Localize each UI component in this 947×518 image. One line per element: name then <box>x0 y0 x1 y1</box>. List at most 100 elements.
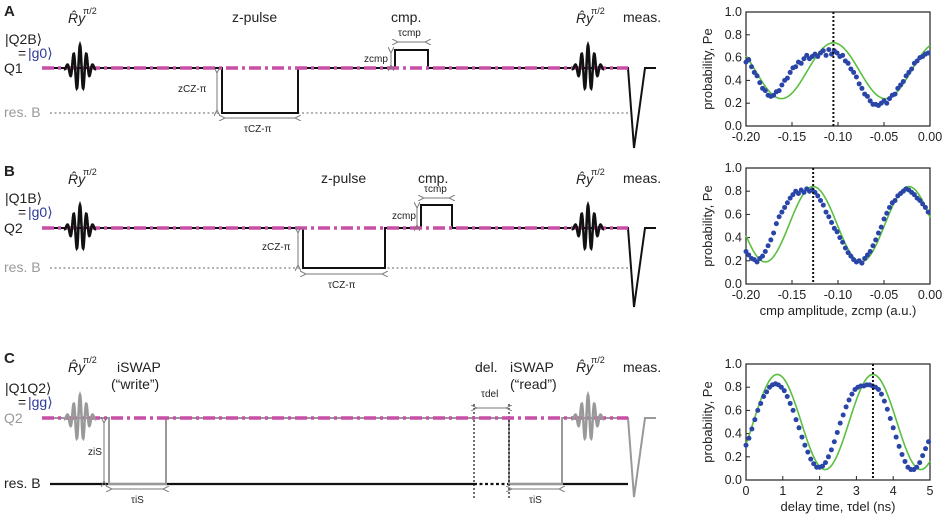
panel-c-iswap-read: iSWAP <box>510 359 554 375</box>
y-tick-label: 1.0 <box>725 161 742 175</box>
data-point <box>746 57 752 63</box>
data-point <box>793 417 799 423</box>
panel-a-state-ket: |Q2B⟩ <box>5 31 42 47</box>
data-point <box>881 216 887 222</box>
panel-a-zpulse-label: z-pulse <box>232 9 277 25</box>
data-point <box>895 85 901 91</box>
y-tick-label: 0.6 <box>725 403 742 417</box>
x-tick-label: 5 <box>927 484 934 498</box>
data-point <box>776 214 782 220</box>
data-point <box>875 387 881 393</box>
data-point <box>849 391 855 397</box>
y-tick-label: 0.6 <box>725 207 742 221</box>
panel-b-zpulse-label: z-pulse <box>321 170 366 186</box>
panel-b-gate-2-label: R̂y π/2 <box>576 167 605 187</box>
data-point <box>771 92 777 98</box>
panel-c-letter: C <box>4 350 15 367</box>
data-point <box>796 425 802 431</box>
panel-b-cmp-label: cmp. <box>418 170 448 186</box>
panel-b-state-value: |g0⟩ <box>28 204 53 220</box>
panel-a-z-cmp: zcmp <box>364 54 388 65</box>
y-tick-label: 0.6 <box>725 51 742 65</box>
data-point <box>743 442 749 448</box>
gate-2-exponent: π/2 <box>591 6 605 16</box>
data-point <box>746 435 752 441</box>
data-point <box>859 260 865 266</box>
data-point <box>884 210 890 216</box>
data-point <box>820 48 826 54</box>
panel-b-qubit-label: Q2 <box>4 220 23 236</box>
panel-c-gate-1-label: R̂y π/2 <box>68 355 97 375</box>
chart-frame <box>745 11 931 127</box>
data-point <box>825 454 831 460</box>
data-point <box>867 98 873 104</box>
data-point <box>823 209 829 215</box>
panel-c-wavelet-2 <box>571 390 605 442</box>
panel-b-letter: B <box>4 163 15 180</box>
y-axis-label: probability, Pe <box>700 185 715 266</box>
panel-c-qubit-label: Q2 <box>4 410 23 426</box>
data-point <box>831 225 837 231</box>
y-axis-label: probability, Pe <box>700 381 715 462</box>
x-tick-label: 0 <box>743 484 750 498</box>
panel-c-gate-2-label: R̂y π/2 <box>576 355 605 375</box>
data-point <box>746 252 752 258</box>
gate-1-exponent: π/2 <box>83 355 97 365</box>
data-point <box>862 255 868 261</box>
data-point <box>892 197 898 203</box>
data-point <box>892 91 898 97</box>
panel-c-qubit-line <box>42 417 656 498</box>
gate-2-text: R̂y <box>576 10 594 26</box>
x-tick-label: -0.10 <box>824 130 853 144</box>
data-point <box>815 53 821 59</box>
gate-2-exponent: π/2 <box>591 167 605 177</box>
y-tick-label: 0.2 <box>725 450 742 464</box>
data-point <box>822 460 828 466</box>
data-point <box>749 64 755 70</box>
data-point <box>802 442 808 448</box>
data-point <box>760 253 766 259</box>
data-point <box>899 451 905 457</box>
data-point <box>845 250 851 256</box>
data-point <box>875 230 881 236</box>
data-point <box>920 201 926 207</box>
data-point <box>926 439 932 445</box>
y-tick-label: 0.2 <box>725 254 742 268</box>
data-point <box>799 434 805 440</box>
data-point <box>917 197 923 203</box>
panel-a-wavelet-2 <box>571 40 605 92</box>
panel-b-state-eq: = <box>18 204 26 220</box>
gate-2-text: R̂y <box>576 171 594 187</box>
data-point <box>784 75 790 81</box>
y-tick-label: 1.0 <box>725 5 742 19</box>
y-tick-label: 0.8 <box>725 380 742 394</box>
data-point <box>896 443 902 449</box>
panel-c-resonator-label: res. B <box>4 475 41 491</box>
data-point <box>761 393 767 399</box>
panel-a-qubit-line <box>42 49 656 149</box>
data-point <box>795 191 801 197</box>
data-point <box>859 85 865 91</box>
y-tick-label: 0.4 <box>725 73 742 87</box>
data-point <box>884 100 890 106</box>
data-point <box>925 50 931 56</box>
gate-1-exponent: π/2 <box>83 6 97 16</box>
x-tick-label: 2 <box>816 484 823 498</box>
data-point <box>914 464 920 470</box>
y-tick-label: 0.8 <box>725 28 742 42</box>
panel-c-tau-is-1: τiS <box>131 495 144 506</box>
y-tick-label: 0.0 <box>725 119 742 133</box>
data-point <box>778 384 784 390</box>
data-point <box>851 69 857 75</box>
data-point <box>762 88 768 94</box>
data-point <box>811 461 817 467</box>
data-point <box>784 393 790 399</box>
data-point <box>864 93 870 99</box>
data-point <box>834 229 840 235</box>
data-point <box>787 400 793 406</box>
panel-b-resonator-label: res. B <box>4 259 41 275</box>
data-point <box>911 192 917 198</box>
gate-1-exponent: π/2 <box>83 167 97 177</box>
x-tick-label: -0.10 <box>824 288 853 302</box>
data-point <box>798 60 804 66</box>
